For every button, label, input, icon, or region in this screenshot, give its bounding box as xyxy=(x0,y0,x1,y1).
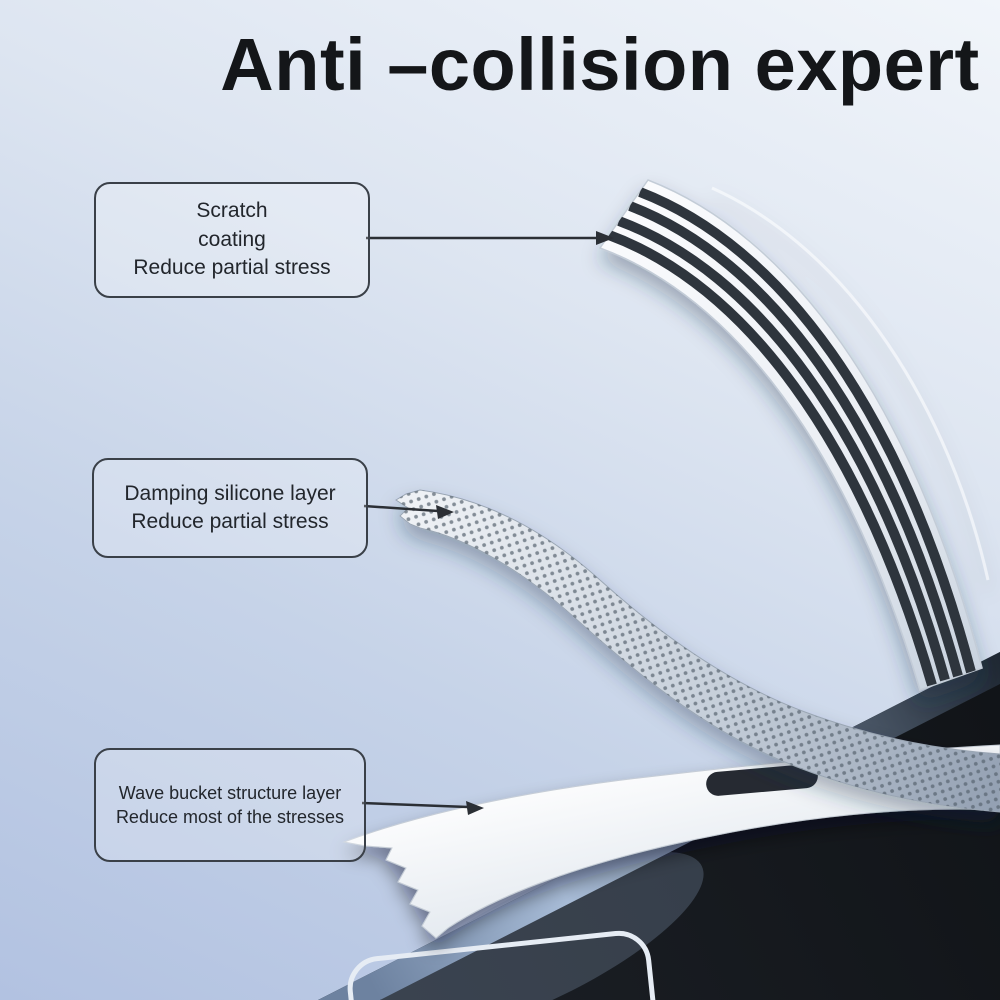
page-title: Anti –collision expert xyxy=(220,23,980,106)
wave-bucket-slot xyxy=(706,764,818,796)
arrowhead-damping xyxy=(436,505,454,519)
callout-arrowheads xyxy=(436,231,614,815)
transparent-film-edge xyxy=(711,186,990,581)
wave-bucket-structure-layer xyxy=(342,744,1000,939)
callout-line: Reduce most of the stresses xyxy=(115,807,345,827)
mesh-perforations xyxy=(396,490,1000,812)
connector-line-wave xyxy=(361,801,469,809)
connector-line-damping xyxy=(363,504,439,513)
callout-line: Scratch xyxy=(196,199,268,223)
callout-line: Reduce partial stress xyxy=(131,510,329,533)
callout-scratch-coating: Scratch coating Reduce partial stress xyxy=(94,182,370,298)
callout-line: Reduce partial stress xyxy=(133,256,331,280)
scratch-coating-layer xyxy=(598,179,990,691)
callout-line: Damping silicone layer xyxy=(124,481,336,505)
phone-reflection xyxy=(376,851,704,1000)
camera-module-outline xyxy=(347,930,660,1000)
wave-bucket-surface xyxy=(342,744,1000,939)
coating-slats xyxy=(607,187,976,687)
callout-damping-silicone: Damping silicone layer Reduce partial st… xyxy=(92,458,368,558)
callout-line: Wave bucket structure layer xyxy=(118,782,342,803)
arrowhead-wave xyxy=(466,801,484,815)
callout-line: coating xyxy=(198,227,266,251)
callout-wave-bucket: Wave bucket structure layer Reduce most … xyxy=(94,748,366,862)
arrowhead-scratch xyxy=(596,231,614,245)
callout-connectors xyxy=(361,236,598,809)
damping-silicone-mesh-layer xyxy=(395,489,1000,813)
